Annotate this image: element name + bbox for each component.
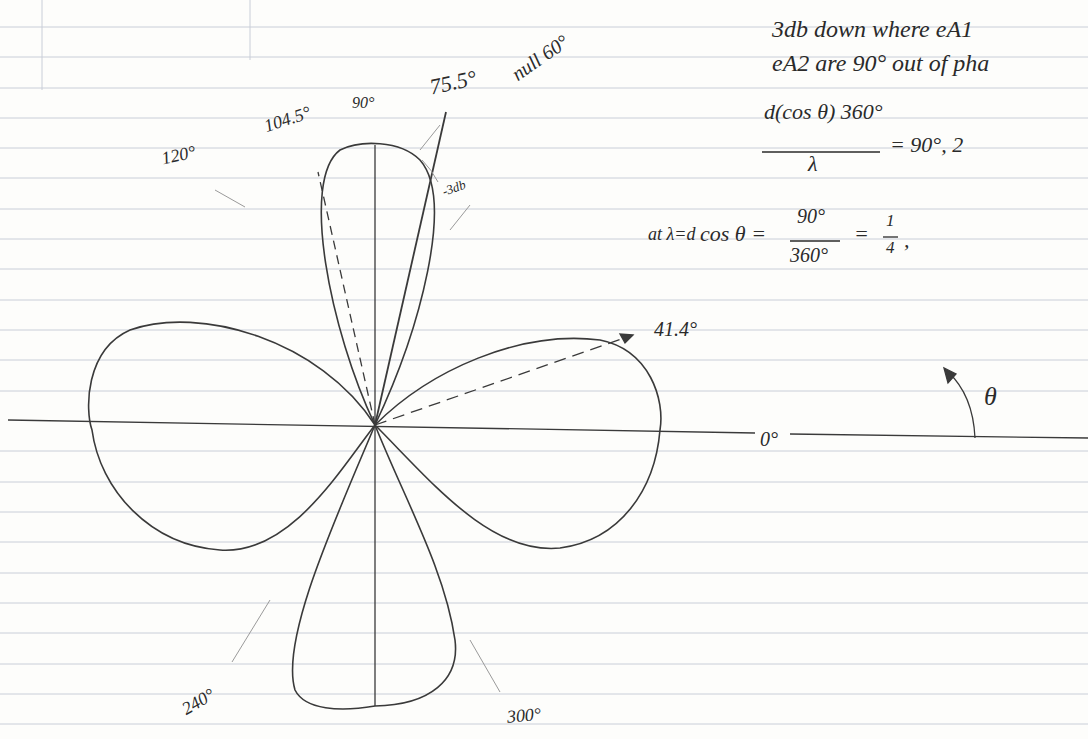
handwritten-label: = 90°, 2: [888, 133, 965, 157]
handwritten-label: 75.5°: [425, 66, 480, 100]
lobes: [89, 143, 661, 709]
handwritten-label: θ: [982, 383, 999, 412]
handwritten-label: 240°: [177, 684, 220, 720]
handwritten-label: 104.5°: [260, 103, 315, 138]
handwritten-label: -3db: [439, 177, 470, 200]
handwritten-label: 90°: [795, 205, 827, 227]
ruled-lines: [0, 0, 1088, 724]
handwritten-label: 90°: [350, 94, 376, 112]
handwritten-label: null 60°: [506, 29, 574, 86]
handwritten-label: 41.4°: [652, 318, 699, 340]
fraction-bars: [762, 152, 898, 241]
handwritten-label: eA2 are 90° out of pha: [770, 50, 991, 76]
axes: [8, 112, 1088, 706]
handwritten-label: =: [852, 222, 871, 246]
handwritten-label: 1: [884, 212, 897, 231]
handwritten-label: 4: [884, 239, 897, 258]
handwritten-label: 300°: [504, 705, 544, 728]
handwritten-label: 360°: [788, 244, 830, 266]
handwritten-label: 120°: [158, 142, 199, 169]
pencil-ticks: [215, 125, 500, 692]
handwritten-label: d(cos θ) 360°: [762, 100, 885, 124]
handwritten-label: 3db down where eA1: [770, 16, 975, 42]
handwritten-label: at λ=d: [646, 225, 697, 245]
handwritten-label: 0°: [758, 428, 780, 450]
handwritten-label: λ: [806, 152, 820, 176]
handwritten-label: ,: [902, 228, 912, 252]
handwritten-label: cos θ =: [698, 222, 768, 246]
